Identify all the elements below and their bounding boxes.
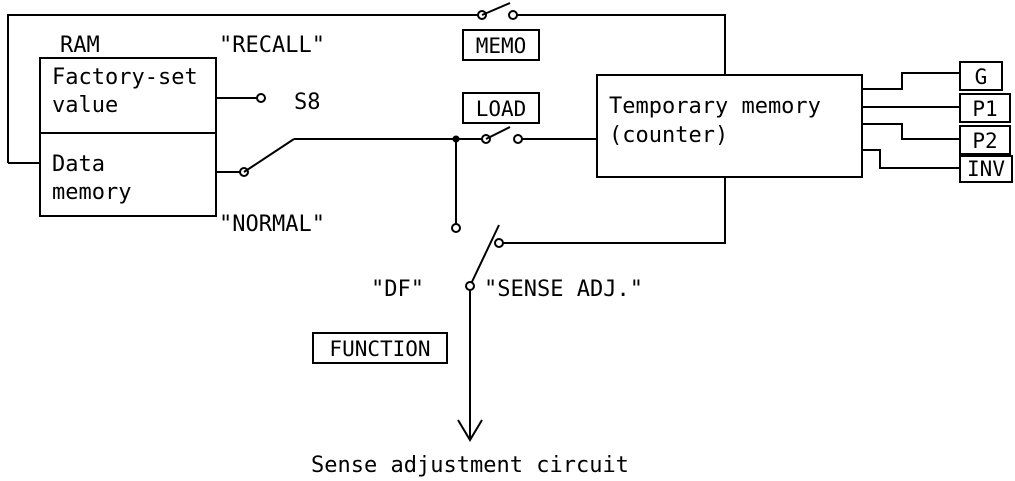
s8-label: S8 [294,90,321,115]
df-label: "DF" [371,277,424,302]
temporary-memory-label-line1: Temporary memory [609,94,821,119]
output-inv-box [959,155,1013,183]
s8-recall-contact [256,93,266,103]
output-p2-box [959,125,1011,155]
load-key-label: LOAD [476,97,527,121]
memo-switch-blade [481,2,511,16]
temp-to-function-wire [503,177,726,244]
output-p1-box [959,93,1011,123]
sense-adj-contact [494,238,504,248]
factory-set-label-line1: Factory-set [52,65,198,90]
function-switch-blade [469,224,500,287]
s8-switch-blade [243,138,295,173]
factory-set-label-line2: value [52,93,118,118]
output-p1-label: P1 [972,97,997,121]
output-g-wire [862,72,960,90]
load-switch-blade [485,126,511,140]
output-circuit-label: Sense adjustment circuit [311,453,629,478]
memo-switch-contact-right [508,10,518,20]
data-memory-label-line2: memory [52,180,131,205]
load-switch-contact-right [513,134,523,144]
recall-label: "RECALL" [219,33,325,58]
temporary-memory-block [596,74,863,178]
ram-label: RAM [60,33,100,58]
load-key [462,92,540,124]
output-p2-label: P2 [972,129,997,153]
output-g-label: G [975,65,988,89]
df-upper-contact [451,223,461,233]
memo-key [462,29,540,61]
function-common-contact [465,281,475,291]
function-key-label: FUNCTION [329,337,430,361]
sense-adj-label: "SENSE ADJ." [484,277,643,302]
output-p2-wire [862,123,960,140]
output-arrow-head [457,419,483,442]
memo-key-label: MEMO [476,34,527,58]
temporary-memory-label-line2: (counter) [609,123,728,148]
output-g-box [959,61,1003,91]
ram-block [39,57,217,217]
normal-label: "NORMAL" [219,212,325,237]
memo-feedback-wire [7,14,726,163]
data-memory-label-line1: Data [52,152,105,177]
output-inv-label: INV [967,157,1005,181]
output-inv-wire [862,149,960,169]
function-key [312,332,448,364]
